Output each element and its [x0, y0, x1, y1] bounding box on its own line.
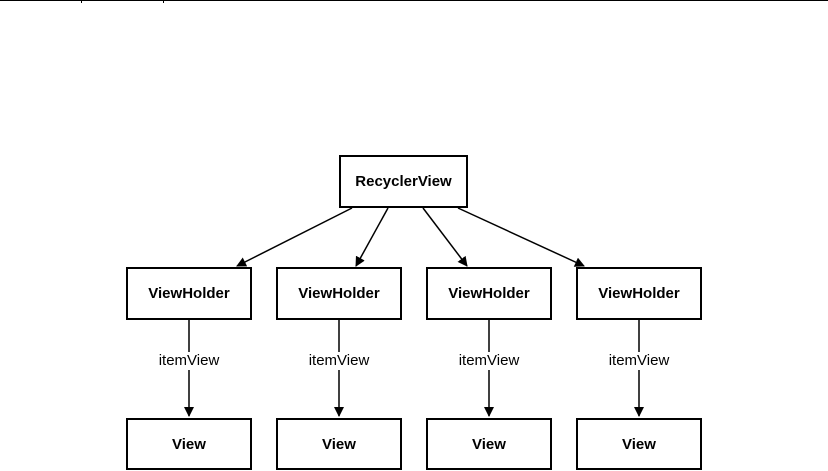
view-label: View: [172, 435, 206, 453]
top-tick: [163, 0, 164, 3]
itemview-edge-label: itemView: [576, 352, 702, 370]
viewholder-node-4: ViewHolder: [576, 267, 702, 320]
view-node-2: View: [276, 418, 402, 470]
view-label: View: [322, 435, 356, 453]
viewholder-label: ViewHolder: [448, 285, 530, 302]
viewholder-node-1: ViewHolder: [126, 267, 252, 320]
top-tick: [81, 0, 82, 3]
viewholder-label: ViewHolder: [148, 285, 230, 302]
arrow-root-to-holder-4: [457, 207, 585, 267]
itemview-edge-label: itemView: [426, 352, 552, 370]
top-border-line: [0, 0, 828, 1]
view-node-1: View: [126, 418, 252, 470]
arrow-root-to-holder-2: [355, 207, 389, 267]
recyclerview-node: RecyclerView: [339, 155, 468, 208]
view-node-3: View: [426, 418, 552, 470]
viewholder-label: ViewHolder: [298, 285, 380, 302]
itemview-edge-label: itemView: [276, 352, 402, 370]
view-label: View: [472, 435, 506, 453]
arrow-root-to-holder-3: [422, 207, 468, 267]
view-label: View: [622, 435, 656, 453]
arrow-root-to-holder-1: [236, 207, 353, 267]
recyclerview-label: RecyclerView: [355, 173, 452, 190]
itemview-edge-label: itemView: [126, 352, 252, 370]
viewholder-label: ViewHolder: [598, 285, 680, 302]
viewholder-node-2: ViewHolder: [276, 267, 402, 320]
view-node-4: View: [576, 418, 702, 470]
viewholder-node-3: ViewHolder: [426, 267, 552, 320]
